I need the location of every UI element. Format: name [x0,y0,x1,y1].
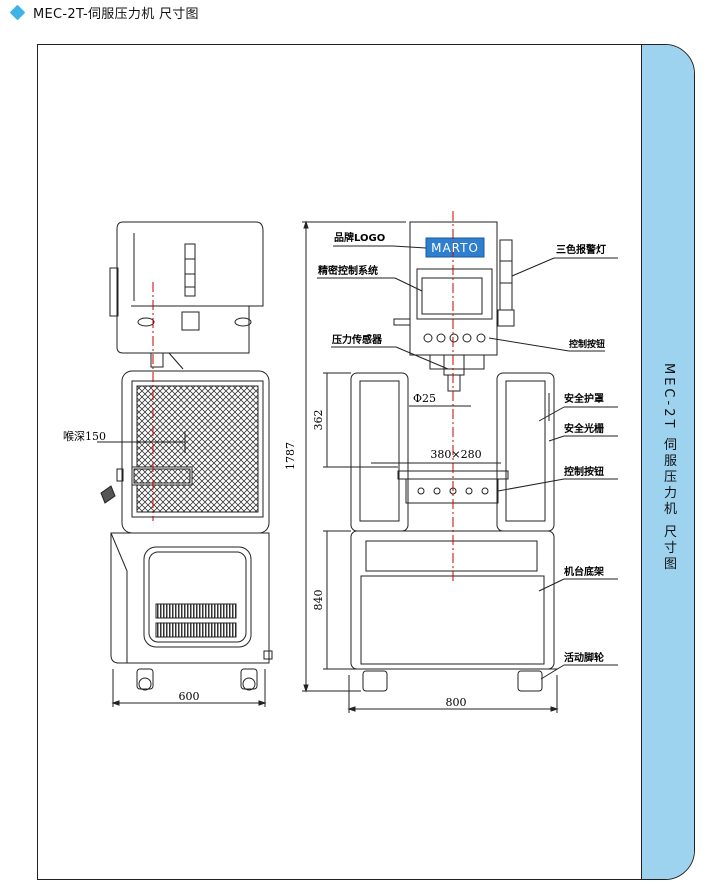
callout-tricolor-lamp: 三色报警灯 [556,243,606,256]
front-view [302,211,618,713]
side-panel: MEC-2T 伺服压力机 尺寸图 [641,45,694,879]
table-size-label: 380×280 [430,448,481,461]
callout-control-buttons-top: 控制按钮 [569,338,605,350]
brand-logo: MARTO [431,241,479,255]
callout-safety-guard: 安全护罩 [564,392,604,405]
upper-height-label: 362 [312,410,325,431]
side-panel-title: MEC-2T 伺服压力机 尺寸图 [661,363,676,573]
drawing-area: 喉深150 600 [38,45,641,879]
page-header: MEC-2T-伺服压力机 尺寸图 [9,2,199,22]
base-height-label: 840 [312,590,325,611]
side-view [97,221,273,707]
throat-depth-label: 喉深150 [63,430,106,443]
diamond-icon [9,4,26,20]
side-width-label: 600 [179,690,200,703]
page-title: MEC-2T-伺服压力机 尺寸图 [33,6,199,22]
drawing-frame: 喉深150 600 [37,44,695,880]
callout-machine-base: 机台底架 [564,565,604,578]
front-width-label: 800 [446,696,467,709]
rod-diameter-label: Φ25 [413,392,436,405]
total-height-label: 1787 [284,442,297,470]
callout-casters: 活动脚轮 [564,651,604,664]
callout-pressure-sensor: 压力传感器 [332,333,383,346]
callout-light-curtain: 安全光栅 [564,422,604,435]
callout-precision-control: 精密控制系统 [318,264,378,277]
callout-brand-logo: 品牌LOGO [334,231,385,244]
callout-control-buttons: 控制按钮 [564,465,604,478]
dimension-drawing: 喉深150 600 [63,211,618,713]
